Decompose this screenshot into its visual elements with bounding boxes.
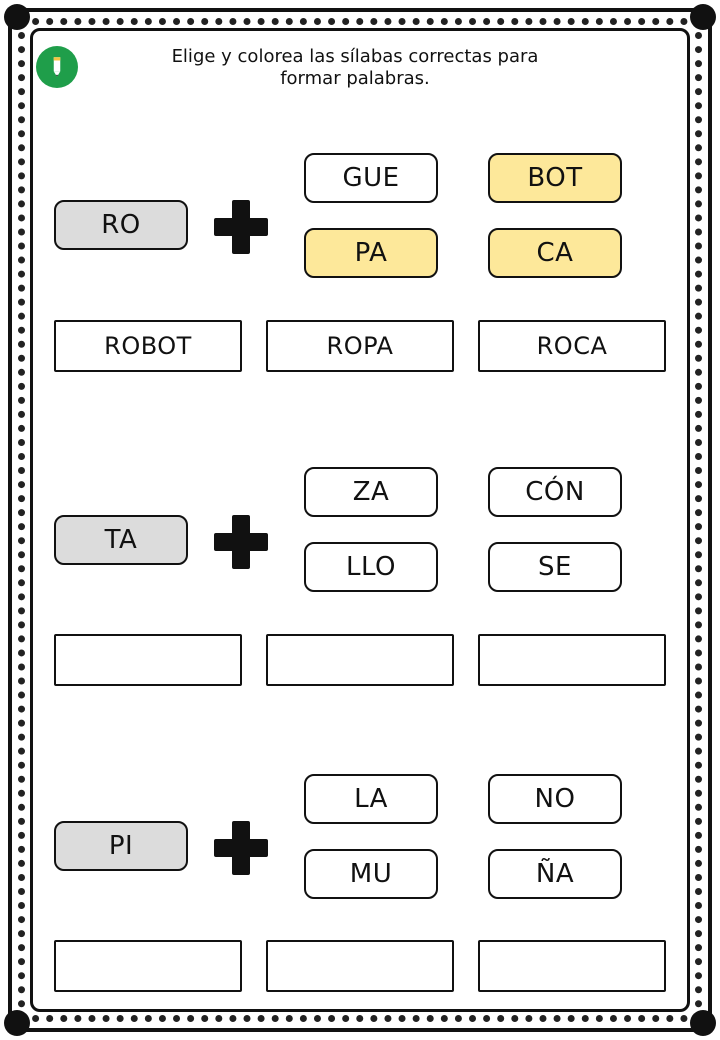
page-border-dotted (18, 18, 702, 1022)
base-syllable: RO (54, 200, 188, 250)
syllable-option[interactable]: LA (304, 774, 438, 824)
answer-box[interactable] (54, 634, 242, 686)
answer-box[interactable] (54, 940, 242, 992)
syllable-option[interactable]: ZA (304, 467, 438, 517)
syllable-option[interactable]: CA (488, 228, 622, 278)
instructions: Elige y colorea las sílabas correctas pa… (120, 46, 590, 90)
page-border-outer (8, 8, 712, 1032)
syllable-option[interactable]: ÑA (488, 849, 622, 899)
logo (36, 46, 78, 88)
answer-box[interactable] (266, 940, 454, 992)
answer-box[interactable] (478, 634, 666, 686)
answer-box[interactable]: ROPA (266, 320, 454, 372)
syllable-option[interactable]: NO (488, 774, 622, 824)
base-syllable: PI (54, 821, 188, 871)
syllable-option[interactable]: SE (488, 542, 622, 592)
answer-box[interactable]: ROCA (478, 320, 666, 372)
corner-ornament-top-right (690, 4, 716, 30)
syllable-option[interactable]: MU (304, 849, 438, 899)
base-syllable: TA (54, 515, 188, 565)
plus-icon (214, 821, 268, 875)
answer-box[interactable] (266, 634, 454, 686)
syllable-option[interactable]: CÓN (488, 467, 622, 517)
plus-icon (214, 515, 268, 569)
syllable-option[interactable]: LLO (304, 542, 438, 592)
corner-ornament-bottom-left (4, 1010, 30, 1036)
answer-box[interactable] (478, 940, 666, 992)
syllable-option[interactable]: BOT (488, 153, 622, 203)
corner-ornament-top-left (4, 4, 30, 30)
plus-icon (214, 200, 268, 254)
syllable-option[interactable]: GUE (304, 153, 438, 203)
syllable-option[interactable]: PA (304, 228, 438, 278)
instructions-line-1: Elige y colorea las sílabas correctas pa… (171, 46, 539, 67)
answer-box[interactable]: ROBOT (54, 320, 242, 372)
instructions-line-2: formar palabras. (280, 68, 430, 89)
pencil-icon (53, 57, 61, 77)
corner-ornament-bottom-right (690, 1010, 716, 1036)
